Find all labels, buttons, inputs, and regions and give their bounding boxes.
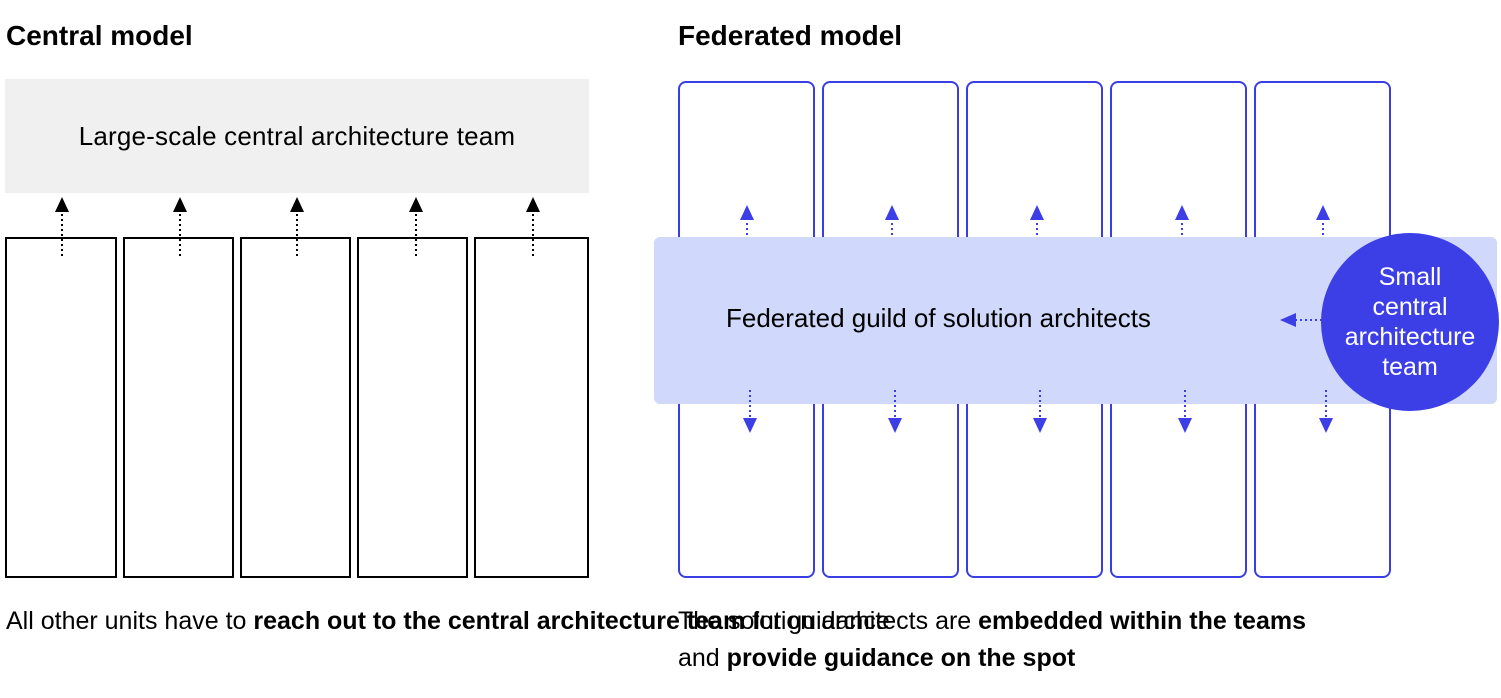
- caption-bold-text: embedded within the teams: [978, 607, 1306, 635]
- caption-text: and: [678, 644, 727, 672]
- small-central-team-circle: Small central architecture team: [1321, 233, 1499, 411]
- central-architecture-team-box: Large-scale central architecture team: [5, 79, 589, 193]
- caption-text: for guidance: [745, 607, 890, 635]
- down-arrow-icon: [1178, 390, 1192, 433]
- federated-model-title: Federated model: [678, 20, 903, 51]
- guild-label: Federated guild of solution architects: [726, 303, 1151, 333]
- circle-label: Small central architecture team: [1344, 263, 1476, 381]
- caption-bold-text: provide guidance on the spot: [726, 644, 1076, 672]
- central-model-title: Central model: [6, 20, 193, 51]
- unit-column: [357, 237, 468, 578]
- up-arrow-icon: [526, 197, 540, 256]
- federated-caption: The solution architects are embedded wit…: [678, 603, 1306, 677]
- up-arrow-icon: [55, 197, 69, 256]
- central-team-label: Large-scale central architecture team: [78, 120, 516, 151]
- down-arrow-icon: [1319, 390, 1333, 433]
- up-arrow-icon: [290, 197, 304, 256]
- unit-column: [123, 237, 234, 578]
- up-arrow-icon: [173, 197, 187, 256]
- left-arrow-icon: [1280, 313, 1322, 327]
- unit-column: [240, 237, 351, 578]
- caption-text: All other units have to: [6, 607, 254, 635]
- caption-text: The solution architects are: [678, 607, 979, 635]
- central-arrows: [55, 197, 540, 256]
- down-arrow-icon: [1033, 390, 1047, 433]
- caption-bold-text: reach out to the central architecture te…: [253, 607, 746, 635]
- up-arrow-icon: [409, 197, 423, 256]
- unit-column: [5, 237, 117, 578]
- down-arrow-icon: [743, 390, 757, 433]
- central-caption: All other units have to reach out to the…: [6, 603, 890, 640]
- unit-column: [474, 237, 589, 578]
- down-arrow-icon: [888, 390, 902, 433]
